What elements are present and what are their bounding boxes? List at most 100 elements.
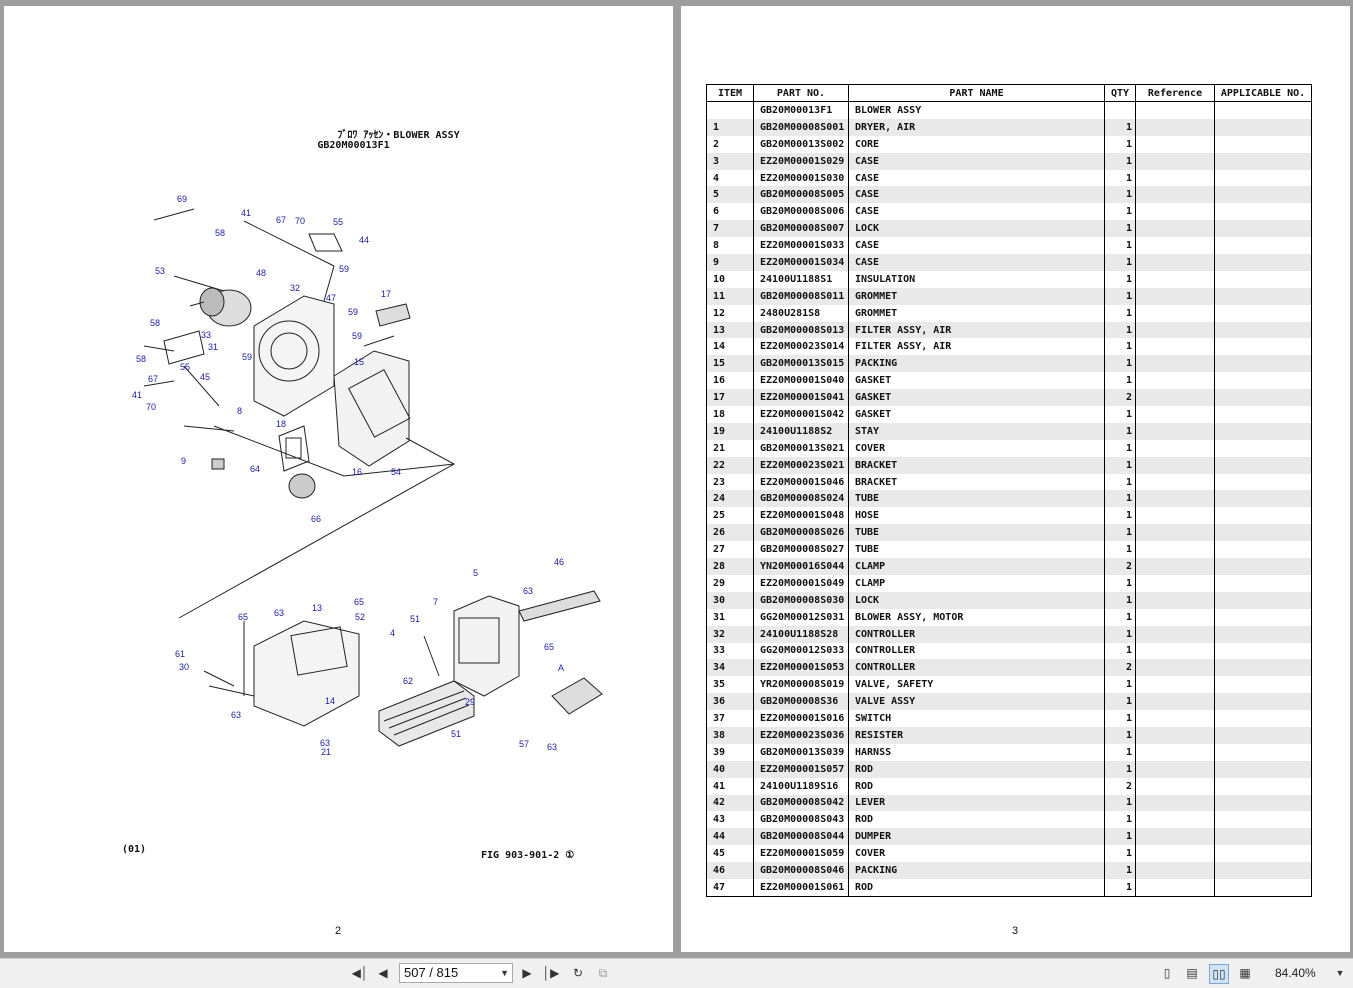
cell-part-no: GB20M00008S006 bbox=[753, 203, 849, 221]
cell-item: 37 bbox=[706, 710, 754, 727]
callout-label: 63 bbox=[547, 742, 557, 752]
cell-applicable-no bbox=[1214, 862, 1312, 879]
prev-page-icon[interactable]: ◀ bbox=[378, 966, 388, 980]
callout-label: 4 bbox=[390, 628, 395, 638]
cell-qty: 1 bbox=[1104, 439, 1136, 457]
cell-part-name: RESISTER bbox=[848, 726, 1105, 744]
cell-part-name: GROMMET bbox=[848, 304, 1105, 322]
two-page-icon[interactable]: ▯▯ bbox=[1209, 964, 1229, 984]
continuous-icon[interactable]: ▤ bbox=[1186, 966, 1198, 980]
cell-part-no: 24100U1188S28 bbox=[753, 625, 849, 643]
two-page-continuous-icon[interactable]: ▦ bbox=[1239, 966, 1251, 980]
cell-item: 15 bbox=[706, 355, 754, 373]
zoom-level[interactable]: 84.40% bbox=[1275, 966, 1316, 980]
cell-qty: 1 bbox=[1104, 270, 1136, 288]
cell-reference bbox=[1135, 541, 1215, 559]
cell-qty: 1 bbox=[1104, 118, 1136, 136]
cell-qty: 1 bbox=[1104, 406, 1136, 423]
cell-item: 7 bbox=[706, 220, 754, 238]
cell-reference bbox=[1135, 490, 1215, 508]
cell-qty: 2 bbox=[1104, 777, 1136, 795]
callout-label: 21 bbox=[321, 747, 331, 757]
first-page-icon[interactable]: ◀│ bbox=[351, 966, 369, 980]
cell-part-no: EZ20M00001S053 bbox=[753, 659, 849, 677]
cell-applicable-no bbox=[1214, 270, 1312, 288]
callout-label: 13 bbox=[312, 603, 322, 613]
cell-item: 34 bbox=[706, 659, 754, 677]
cell-applicable-no bbox=[1214, 389, 1312, 407]
callout-label: 63 bbox=[320, 738, 330, 748]
cell-part-name: STAY bbox=[848, 422, 1105, 440]
callout-label: 48 bbox=[256, 268, 266, 278]
cell-part-name: CASE bbox=[848, 203, 1105, 221]
cell-part-no: GB20M00008S030 bbox=[753, 591, 849, 609]
cell-part-no: EZ20M00001S034 bbox=[753, 254, 849, 271]
cell-part-no: EZ20M00001S040 bbox=[753, 372, 849, 390]
cell-part-name: ROD bbox=[848, 760, 1105, 778]
cell-qty: 1 bbox=[1104, 321, 1136, 339]
callout-label: 41 bbox=[241, 208, 251, 218]
cell-qty: 1 bbox=[1104, 828, 1136, 846]
cell-reference bbox=[1135, 777, 1215, 795]
parts-table-header: ITEM PART NO. PART NAME QTY Reference AP… bbox=[706, 84, 1312, 102]
zoom-dropdown-icon[interactable]: ▼ bbox=[1335, 968, 1345, 978]
header-part-name: PART NAME bbox=[848, 84, 1105, 102]
cell-qty: 1 bbox=[1104, 591, 1136, 609]
rotate-icon[interactable]: ↻ bbox=[572, 966, 584, 980]
cell-part-no: GB20M00008S001 bbox=[753, 118, 849, 136]
cell-reference bbox=[1135, 473, 1215, 491]
cell-reference bbox=[1135, 608, 1215, 626]
cell-qty: 1 bbox=[1104, 760, 1136, 778]
callout-label: 46 bbox=[554, 557, 564, 567]
cell-part-name: CASE bbox=[848, 169, 1105, 187]
cell-item: 38 bbox=[706, 726, 754, 744]
cell-part-no: EZ20M00001S049 bbox=[753, 574, 849, 592]
cell-qty: 1 bbox=[1104, 524, 1136, 542]
cell-qty: 1 bbox=[1104, 862, 1136, 879]
cell-part-name: HARNSS bbox=[848, 743, 1105, 761]
callout-label: 59 bbox=[339, 264, 349, 274]
callout-label: 5 bbox=[473, 568, 478, 578]
cell-item: 16 bbox=[706, 372, 754, 390]
cell-item: 11 bbox=[706, 287, 754, 305]
cell-reference bbox=[1135, 456, 1215, 474]
cell-item: 13 bbox=[706, 321, 754, 339]
callout-label: 67 bbox=[276, 215, 286, 225]
cell-qty: 1 bbox=[1104, 507, 1136, 525]
cell-reference bbox=[1135, 355, 1215, 373]
cell-item: 10 bbox=[706, 270, 754, 288]
cell-reference bbox=[1135, 135, 1215, 153]
cell-reference bbox=[1135, 743, 1215, 761]
callout-label: 29 bbox=[465, 697, 475, 707]
cell-item: 43 bbox=[706, 811, 754, 829]
cell-reference bbox=[1135, 389, 1215, 407]
cell-item: 45 bbox=[706, 845, 754, 863]
cell-qty: 1 bbox=[1104, 203, 1136, 221]
single-page-icon[interactable]: ▯ bbox=[1163, 966, 1171, 980]
page-indicator: 507 / 815 bbox=[404, 965, 459, 980]
cell-reference bbox=[1135, 169, 1215, 187]
cell-part-name: TUBE bbox=[848, 524, 1105, 542]
page-number-field[interactable]: 507 / 815 ▼ bbox=[399, 963, 513, 983]
next-page-icon[interactable]: ▶ bbox=[522, 966, 532, 980]
cell-part-no: EZ20M00001S057 bbox=[753, 760, 849, 778]
cell-reference bbox=[1135, 558, 1215, 575]
last-page-icon[interactable]: │▶ bbox=[542, 966, 560, 980]
cell-qty: 1 bbox=[1104, 237, 1136, 255]
cell-applicable-no bbox=[1214, 608, 1312, 626]
cell-part-name: CASE bbox=[848, 152, 1105, 170]
fit-icon[interactable]: ⧉ bbox=[598, 965, 608, 980]
